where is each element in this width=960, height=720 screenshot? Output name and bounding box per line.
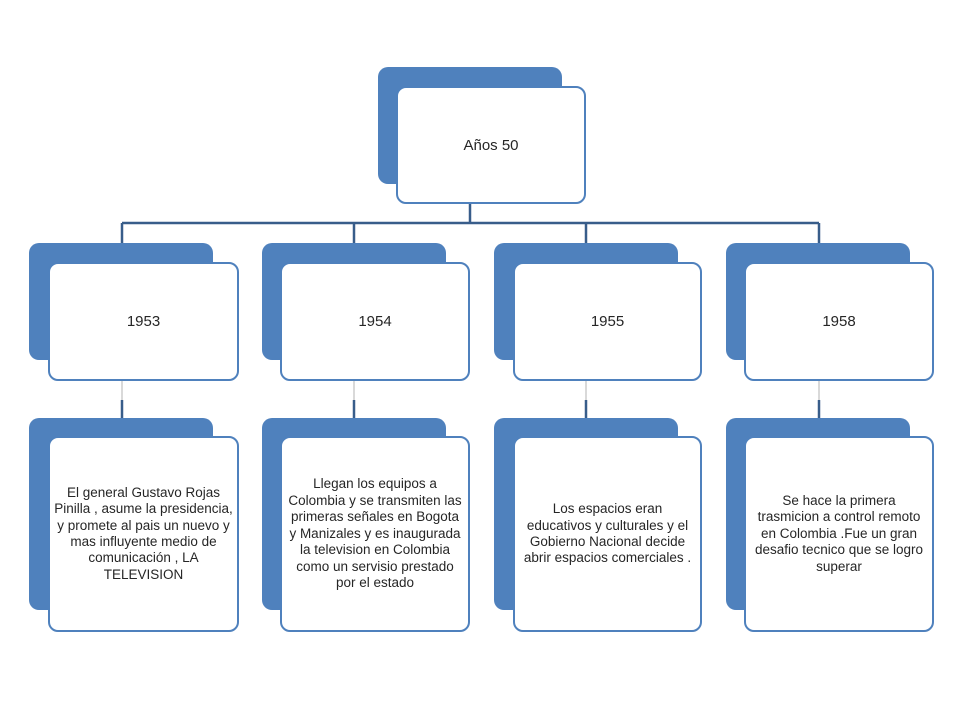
year-label: 1953	[126, 313, 161, 330]
year-node-card	[48, 262, 239, 381]
year-label: 1954	[358, 313, 392, 330]
root-node-card	[396, 86, 586, 204]
year-node-card	[280, 262, 470, 381]
description-text: Llegan los equipos a Colombia y se trans…	[288, 476, 462, 591]
description-text: Los espacios eran educativos y culturale…	[523, 501, 692, 566]
description-node-card	[513, 436, 702, 632]
description-node-card	[48, 436, 239, 632]
year-node-card	[513, 262, 702, 381]
root-node-label: Años 50	[463, 136, 519, 154]
description-text: El general Gustavo Rojas Pinilla , asume…	[54, 484, 233, 582]
description-node-card	[280, 436, 470, 632]
year-label: 1955	[590, 313, 625, 330]
description-node-card	[744, 436, 934, 632]
description-text: Se hace la primera trasmicion a control …	[754, 492, 924, 574]
year-label: 1958	[822, 313, 856, 330]
year-node-card	[744, 262, 934, 381]
